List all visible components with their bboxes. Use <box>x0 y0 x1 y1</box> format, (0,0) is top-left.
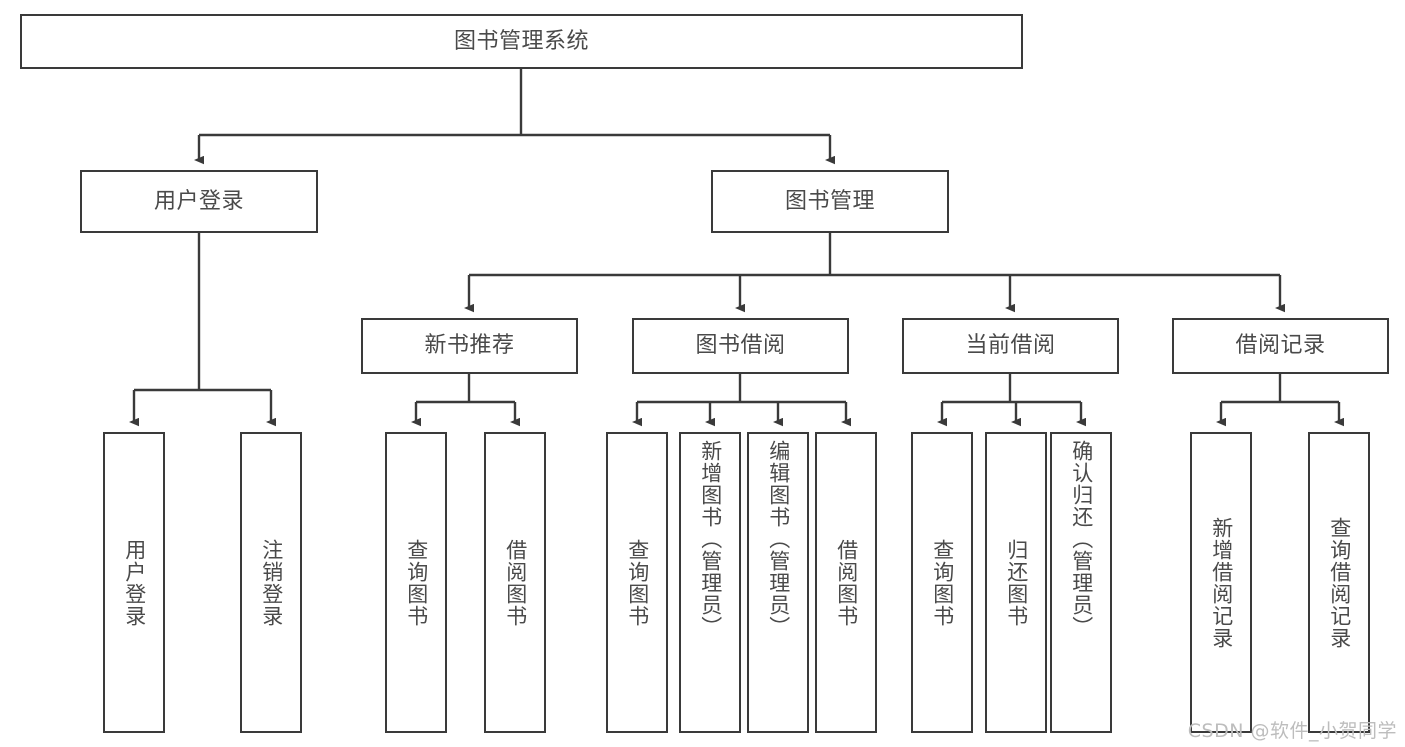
node-new-book-recommend-label: 新书推荐 <box>424 333 515 359</box>
node-leaf-add-borrow-record[interactable]: 新增借阅记录 <box>1190 432 1252 733</box>
node-book-borrow[interactable]: 图书借阅 <box>632 318 849 374</box>
node-leaf-logout-login[interactable]: 注销登录 <box>240 432 302 733</box>
node-leaf-add-borrow-record-label: 新增借阅记录 <box>1209 516 1234 649</box>
node-leaf-query-borrow-record[interactable]: 查询借阅记录 <box>1308 432 1370 733</box>
node-leaf-confirm-return-admin-label: 确认归还（管理员） <box>1069 440 1094 638</box>
node-leaf-query-book-rec-label: 查询图书 <box>404 538 429 627</box>
node-leaf-query-book-cur-label: 查询图书 <box>930 538 955 627</box>
node-leaf-user-login[interactable]: 用户登录 <box>103 432 165 733</box>
node-leaf-add-book-admin[interactable]: 新增图书（管理员） <box>679 432 741 733</box>
node-leaf-borrow-book-rec[interactable]: 借阅图书 <box>484 432 546 733</box>
node-leaf-edit-book-admin-label: 编辑图书（管理员） <box>766 440 791 638</box>
node-user-login[interactable]: 用户登录 <box>80 170 318 233</box>
node-book-manage[interactable]: 图书管理 <box>711 170 949 233</box>
node-leaf-edit-book-admin[interactable]: 编辑图书（管理员） <box>747 432 809 733</box>
node-current-borrow[interactable]: 当前借阅 <box>902 318 1119 374</box>
node-leaf-return-book-label: 归还图书 <box>1004 538 1029 627</box>
node-leaf-confirm-return-admin[interactable]: 确认归还（管理员） <box>1050 432 1112 733</box>
watermark: CSDN @软件_小贺同学 <box>1187 720 1397 742</box>
node-leaf-add-book-admin-label: 新增图书（管理员） <box>698 440 723 638</box>
node-root[interactable]: 图书管理系统 <box>20 14 1023 69</box>
node-leaf-query-book-cur[interactable]: 查询图书 <box>911 432 973 733</box>
node-current-borrow-label: 当前借阅 <box>965 333 1056 359</box>
node-root-label: 图书管理系统 <box>453 28 589 54</box>
node-borrow-record[interactable]: 借阅记录 <box>1172 318 1389 374</box>
node-leaf-return-book[interactable]: 归还图书 <box>985 432 1047 733</box>
node-leaf-logout-login-label: 注销登录 <box>259 538 284 627</box>
node-leaf-user-login-label: 用户登录 <box>122 538 147 627</box>
node-user-login-label: 用户登录 <box>153 188 244 214</box>
node-leaf-borrow-book-label: 借阅图书 <box>834 538 859 627</box>
node-leaf-borrow-book-rec-label: 借阅图书 <box>503 538 528 627</box>
node-leaf-borrow-book[interactable]: 借阅图书 <box>815 432 877 733</box>
node-new-book-recommend[interactable]: 新书推荐 <box>361 318 578 374</box>
node-book-borrow-label: 图书借阅 <box>695 333 786 359</box>
node-leaf-query-book-borrow[interactable]: 查询图书 <box>606 432 668 733</box>
node-leaf-query-book-rec[interactable]: 查询图书 <box>385 432 447 733</box>
node-book-manage-label: 图书管理 <box>784 188 875 214</box>
node-leaf-query-borrow-record-label: 查询借阅记录 <box>1327 516 1352 649</box>
node-leaf-query-book-borrow-label: 查询图书 <box>625 538 650 627</box>
node-borrow-record-label: 借阅记录 <box>1235 333 1326 359</box>
